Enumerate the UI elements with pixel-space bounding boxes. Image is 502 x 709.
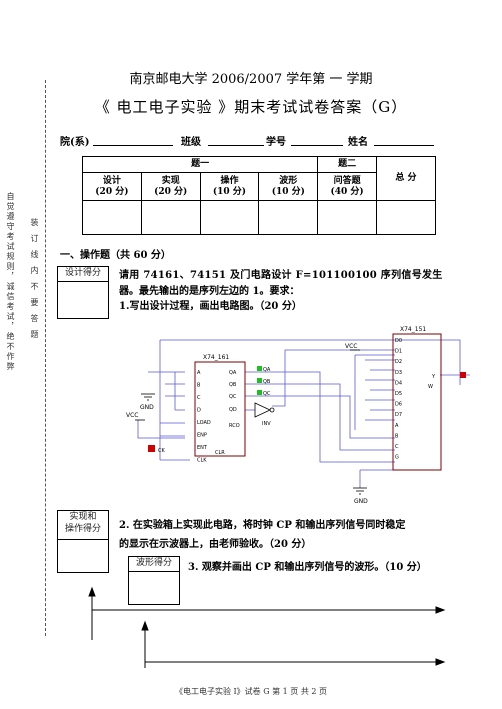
page-footer: 《电工电子实验 I》试卷 G 第 1 页 共 2 页 — [174, 687, 328, 696]
design-score-box[interactable] — [57, 281, 109, 319]
output-probe — [460, 372, 466, 378]
mux-pin-c: C — [395, 444, 399, 450]
section3-text: 3. 观察并画出 CP 和输出序列信号的波形。（10 分） — [188, 562, 427, 573]
counter-pin-qd: QD — [229, 407, 237, 413]
score-table: 题一 题二 总 分 设计(20 分) 实现(20 分) 操作(10 分) 波形(… — [81, 156, 436, 235]
mux-pin-b: B — [395, 433, 399, 439]
mux-pin-d2: D2 — [395, 359, 402, 365]
implement-score-box[interactable] — [57, 539, 109, 573]
mux-pin-d4: D4 — [395, 380, 402, 386]
mux-pin-d3: D3 — [395, 370, 402, 376]
counter-pin-load: LOAD — [197, 420, 211, 426]
student-id-field[interactable] — [291, 145, 343, 146]
sub-header-waveform: 波形(10 分) — [258, 172, 319, 201]
binding-line — [45, 80, 46, 636]
name-label: 姓名 — [348, 137, 368, 148]
mux-pin-d5: D5 — [395, 391, 402, 397]
probe-label-qc: QC — [263, 391, 271, 397]
counter-pin-a: A — [197, 370, 201, 376]
section1-req-line2: 器。最先输出的是序列左边的 1。要求： — [119, 286, 300, 297]
output-axis-arrow-x — [435, 658, 446, 666]
section2-text-line1: 2. 在实验箱上实现此电路，将时钟 CP 和输出序列信号同时稳定 — [119, 520, 406, 531]
student-id-label: 学号 — [266, 137, 286, 148]
counter-pin-qc: QC — [229, 394, 237, 400]
mux-pin-d0: D0 — [395, 338, 402, 344]
supply-symbols — [135, 349, 367, 495]
mux-74151-label: X74_151 — [400, 326, 426, 333]
binding-line-note: 装订线内不要答题 — [30, 218, 39, 346]
score-cell-total[interactable] — [376, 200, 436, 235]
mux-pin-d1: D1 — [395, 349, 402, 355]
clock-source-label: CK — [158, 448, 165, 454]
mux-pin-d7: D7 — [395, 412, 402, 418]
counter-74161-label: X74_161 — [203, 354, 229, 361]
counter-pin-ent: ENT — [197, 445, 208, 451]
probe-label-qa: QA — [263, 367, 271, 373]
sub-header-qa: 问答题(40 分) — [317, 172, 377, 201]
section1-heading: 一、操作题（共 60 分） — [60, 250, 171, 261]
section2-text-line2: 的显示在示波器上，由老师验收。（20 分） — [119, 539, 312, 550]
exam-header-line1: 南京邮电大学 2006/2007 学年第 一 学期 — [129, 72, 373, 87]
score-cell-waveform[interactable] — [258, 200, 319, 235]
counter-74161-body — [194, 361, 246, 457]
waveform-score-box[interactable] — [128, 571, 180, 605]
probe-qa — [257, 366, 262, 371]
sub-header-operation: 操作(10 分) — [199, 172, 260, 201]
mux-pin-y: Y — [431, 374, 436, 380]
department-label: 院(系) — [60, 137, 90, 148]
counter-pin-clk: CLK — [197, 458, 207, 464]
mux-pin-w: W — [428, 384, 433, 390]
name-field[interactable] — [374, 145, 434, 146]
counter-pin-c: C — [197, 395, 201, 401]
clock-source — [148, 445, 155, 452]
cp-axis-arrow-x — [435, 606, 446, 614]
counter-pin-qb: QB — [229, 382, 237, 388]
counter-pin-b: B — [197, 383, 201, 389]
honesty-note: 自觉遵守考试规则，诚信考试，绝不作弊 — [6, 192, 15, 372]
counter-pin-rco: RCO — [229, 423, 240, 429]
counter-pin-qa: QA — [229, 370, 237, 376]
score-cell-design[interactable] — [82, 200, 142, 235]
score-cell-implement[interactable] — [140, 200, 201, 235]
counter-pin-enp: ENP — [197, 433, 207, 439]
wires — [137, 339, 470, 488]
probe-label-qb: QB — [263, 379, 271, 385]
mux-pin-d6: D6 — [395, 402, 402, 408]
output-axis-arrow-y — [141, 620, 149, 631]
mux-pin-g: G — [395, 455, 399, 461]
score-cell-operation[interactable] — [199, 200, 260, 235]
gnd-bottom-label: GND — [354, 498, 368, 505]
mux-pin-a: A — [395, 423, 399, 429]
exam-title: 《 电工电子实验 》期末考试试卷答案（G） — [94, 98, 408, 116]
inverter-gate — [254, 402, 271, 418]
probe-qb — [257, 378, 262, 383]
inverter-bubble — [269, 407, 275, 413]
inverter-label: INV — [262, 421, 271, 427]
department-field[interactable] — [93, 145, 173, 146]
probe-qc — [257, 390, 262, 395]
vcc-right-label: VCC — [345, 343, 357, 350]
cp-axis-arrow-y — [88, 586, 96, 597]
counter-clr-pin: CLR — [215, 450, 225, 456]
section1-req-line1: 请用 74161、74151 及门电路设计 F=101100100 序列信号发生 — [119, 270, 443, 281]
section1-req-line3: 1.写出设计过程，画出电路图。（20 分） — [119, 301, 302, 312]
counter-pin-d: D — [197, 408, 201, 414]
class-field[interactable] — [208, 145, 264, 146]
mux-74151-body — [392, 333, 442, 471]
class-label: 班级 — [181, 137, 201, 148]
gnd-left-label: GND — [140, 404, 154, 411]
vcc-left-label: VCC — [126, 412, 138, 419]
